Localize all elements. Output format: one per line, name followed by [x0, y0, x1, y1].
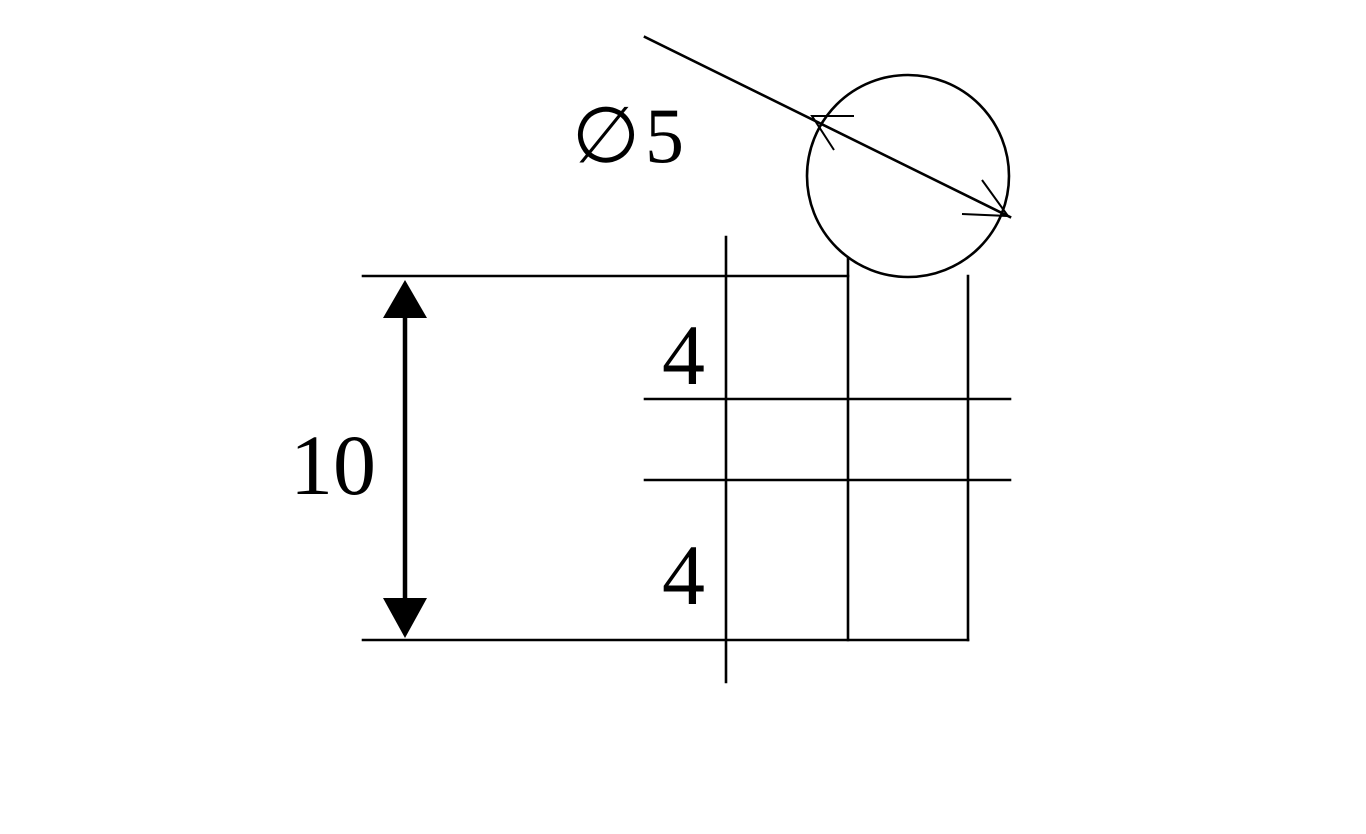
diameter-value: 5: [645, 92, 684, 179]
hole-circle: [805, 73, 1011, 279]
diameter-leader-line: [643, 35, 1012, 219]
diameter-arrow-entry: [810, 115, 854, 151]
overall-height-label: 10: [290, 417, 376, 513]
height-arrow-bottom: [383, 598, 427, 638]
diameter-arrow-exit: [961, 179, 1011, 218]
upper-segment-label: 4: [662, 307, 705, 403]
lower-segment-label: 4: [662, 527, 705, 623]
height-arrow-top: [383, 280, 427, 318]
diameter-symbol: ∅: [572, 92, 640, 179]
